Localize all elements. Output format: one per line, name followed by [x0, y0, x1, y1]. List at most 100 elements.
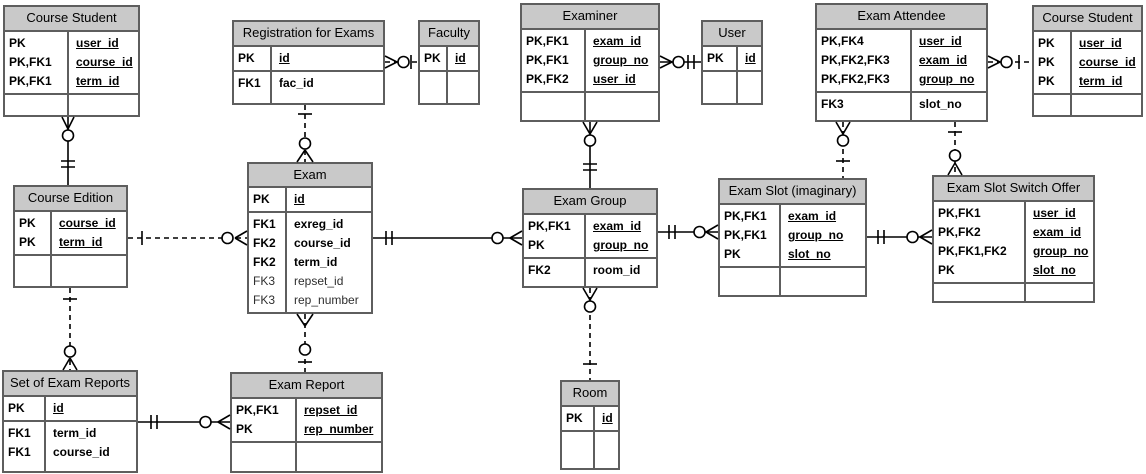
rel-examiner-to-user — [659, 55, 701, 69]
attribute-name: id — [602, 411, 613, 425]
entity-exam-slot-imaginary: Exam Slot (imaginary) PK,FK1 exam_id PK,F… — [718, 178, 867, 297]
rel-exam-slot-to-switch-offer — [867, 229, 933, 245]
attribute-name: term_id — [294, 255, 338, 269]
attribute-name: exam_id — [788, 209, 837, 223]
entity-title: User — [703, 22, 761, 45]
key-flags: PK,FK1 — [724, 228, 767, 242]
attribute-name: id — [455, 51, 466, 65]
attribute-name: id — [294, 192, 305, 206]
attribute-name: exam_id — [1033, 225, 1082, 239]
attribute-name: term_id — [53, 426, 97, 440]
attribute-row: PK,FK2,FK3 group_no — [817, 70, 986, 89]
rel-course-edition-to-set-of-reports — [62, 288, 78, 371]
attribute-name: course_id — [76, 55, 133, 69]
empty-section — [232, 441, 381, 471]
key-flags: PK — [236, 422, 253, 436]
attribute-row: PK,FK2,FK3 exam_id — [817, 51, 986, 70]
attribute-name: term_id — [59, 235, 103, 249]
attribute-name: group_no — [919, 72, 975, 86]
key-flags: PK,FK2,FK3 — [821, 72, 890, 86]
attribute-name: rep_number — [304, 422, 374, 436]
key-flags: PK — [1038, 55, 1055, 69]
attribute-name: user_id — [1079, 36, 1122, 50]
attribute-row: PK,FK1 exam_id — [720, 207, 865, 226]
key-flags: PK — [9, 36, 26, 50]
rel-exam-to-exam-report — [296, 313, 314, 372]
entity-title: Exam Slot (imaginary) — [720, 180, 865, 203]
attribute-name: slot_no — [1033, 263, 1076, 277]
key-flags: PK — [8, 401, 25, 415]
key-flags: PK — [566, 411, 583, 425]
attribute-name: repset_id — [304, 403, 358, 417]
rel-registration-to-exam — [296, 105, 314, 163]
key-flags: PK,FK2,FK3 — [821, 53, 890, 67]
rel-attendee-to-switch-offer — [947, 122, 963, 176]
entity-title: Exam Slot Switch Offer — [934, 177, 1093, 200]
key-flags: FK3 — [253, 293, 276, 307]
key-flags: FK1 — [8, 445, 31, 459]
attribute-name: user_id — [593, 72, 636, 86]
attribute-row: PK term_id — [15, 233, 126, 252]
key-flags: PK,FK1 — [724, 209, 767, 223]
key-flags: PK,FK1,FK2 — [938, 244, 1007, 258]
entity-title: Exam Report — [232, 374, 381, 397]
attribute-row: PK id — [4, 399, 136, 418]
key-flags: FK1 — [253, 217, 276, 231]
rel-attendee-to-exam-slot — [835, 121, 851, 178]
attribute-name: rep_number — [294, 293, 359, 307]
attribute-name: user_id — [76, 36, 119, 50]
key-section: PK id — [4, 395, 136, 420]
key-flags: FK1 — [238, 76, 261, 90]
attribute-name: user_id — [1033, 206, 1076, 220]
empty-section — [703, 70, 761, 103]
key-flags: PK — [1038, 36, 1055, 50]
key-flags: FK3 — [821, 97, 844, 111]
attribute-name: exam_id — [593, 34, 642, 48]
key-section: PK id — [562, 405, 618, 430]
entity-title: Exam — [249, 164, 371, 186]
attribute-row: PK id — [562, 409, 618, 428]
key-flags: PK — [424, 51, 441, 65]
attribute-name: slot_no — [788, 247, 831, 261]
key-flags: FK3 — [253, 274, 276, 288]
entity-title: Course Edition — [15, 187, 126, 210]
attribute-name: exam_id — [919, 53, 968, 67]
key-flags: PK,FK2 — [938, 225, 981, 239]
key-flags: PK,FK4 — [821, 34, 864, 48]
rel-attendee-to-course-student — [987, 55, 1032, 69]
attribute-name: group_no — [593, 53, 649, 67]
entity-title: Course Student — [1034, 7, 1141, 30]
empty-section — [562, 430, 618, 468]
entity-title: Registration for Exams — [234, 22, 383, 45]
attribute-name: course_id — [294, 236, 351, 250]
key-flags: PK — [724, 247, 741, 261]
key-flags: PK — [19, 235, 36, 249]
attribute-name: id — [279, 51, 290, 65]
empty-section — [1034, 93, 1141, 115]
attribute-row: PK user_id — [1034, 34, 1141, 53]
attribute-name: id — [53, 401, 64, 415]
rel-registration-to-faculty — [384, 55, 418, 69]
key-flags: PK,FK1 — [526, 53, 569, 67]
